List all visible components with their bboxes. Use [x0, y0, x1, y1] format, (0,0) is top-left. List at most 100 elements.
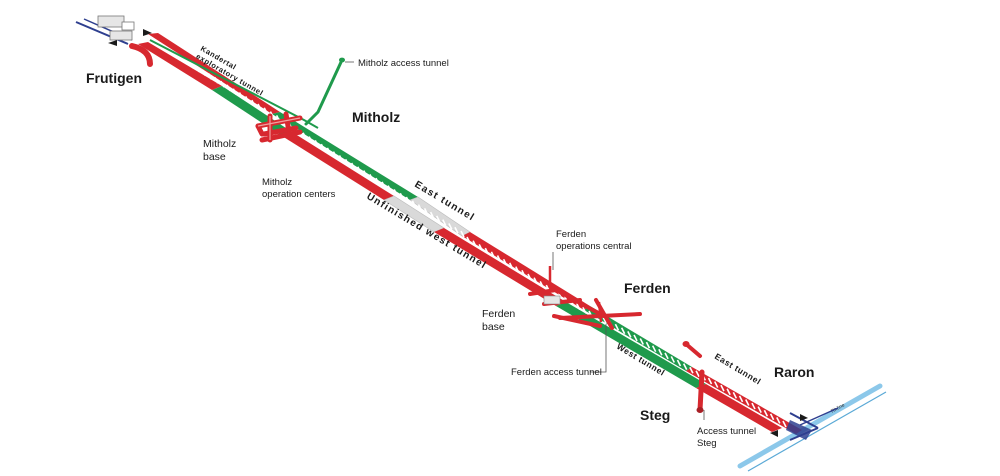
cross-passage-62: [539, 281, 544, 288]
raron-portal: [770, 414, 812, 440]
cross-passage-49: [460, 230, 465, 238]
cross-passage-29: [338, 155, 344, 162]
label-frutigen: Frutigen: [86, 70, 142, 86]
cross-passage-82: [670, 356, 675, 363]
west-tunnel-red-4: [696, 384, 782, 432]
cross-passage-76: [633, 334, 638, 342]
cross-passage-79: [651, 345, 657, 353]
cross-passage-15: [251, 99, 256, 107]
cross-passage-68: [576, 303, 581, 310]
cross-passage-44: [429, 211, 435, 219]
arrow-right-icon: [800, 414, 808, 421]
cross-passage-47: [448, 223, 453, 230]
cross-passage-89: [714, 381, 719, 388]
cross-passage-100: [782, 420, 787, 428]
cross-passage-31: [350, 162, 356, 170]
west-tunnel-red-1: [138, 42, 222, 90]
cross-passage-38: [393, 189, 398, 196]
cross-passage-73: [614, 323, 620, 331]
cross-passage-39: [399, 192, 404, 200]
cross-passage-40: [405, 196, 411, 204]
label-ferden-access: Ferden access tunnel: [511, 367, 602, 378]
cross-passage-9: [213, 76, 219, 84]
cross-passage-78: [645, 341, 651, 349]
cross-passage-51: [472, 240, 477, 248]
arrow-left-icon: [770, 430, 778, 437]
cross-passage-17: [263, 107, 268, 115]
cross-passage-16: [257, 103, 262, 111]
leader-ferden-access: [590, 324, 607, 373]
mitholz-access-tunnel: [304, 57, 345, 126]
label-mitholz-ops: Mitholz operation centers: [262, 177, 336, 200]
cross-passage-27: [326, 147, 332, 155]
cross-passage-52: [478, 244, 483, 251]
west-tunnel: [138, 42, 782, 432]
cross-passage-32: [357, 166, 362, 174]
cross-passage-88: [707, 377, 713, 385]
cross-passage-69: [582, 306, 587, 314]
arrow-left-icon: [108, 40, 117, 46]
cross-passage-30: [344, 158, 350, 166]
cross-passage-54: [490, 251, 496, 259]
cross-passage-91: [726, 388, 731, 396]
cross-passage-24: [308, 136, 313, 143]
cross-passage-42: [417, 204, 423, 211]
label-ferden-base: Ferden base: [482, 308, 518, 333]
cross-passage-26: [320, 143, 326, 151]
cross-passage-34: [369, 173, 374, 181]
cross-passage-74: [620, 327, 626, 335]
cross-passage-60: [527, 273, 532, 281]
cross-passage-86: [695, 370, 700, 378]
cross-passage-99: [776, 417, 781, 424]
cross-passage-23: [302, 132, 307, 140]
cross-passage-75: [627, 330, 632, 338]
label-east-tunnel-2: East tunnel: [713, 351, 763, 387]
arrow-right-icon: [143, 29, 152, 36]
label-steg: Steg: [640, 407, 670, 423]
cross-passage-7: [201, 69, 207, 77]
mitholz-junction-light: [257, 116, 301, 140]
cross-passage-81: [664, 352, 669, 360]
label-access-steg: Access tunnel Steg: [697, 426, 759, 449]
cross-passage-50: [466, 236, 471, 244]
cross-passage-71: [602, 316, 607, 324]
east-tunnel-green-1: [272, 112, 418, 200]
cross-passage-98: [769, 413, 775, 421]
cross-passage-46: [442, 219, 447, 227]
cross-passage-48: [454, 226, 459, 234]
rhone-river: Rhône: [737, 383, 887, 472]
cross-passage-37: [387, 185, 392, 193]
cross-passage-33: [363, 170, 368, 177]
cross-passage-77: [639, 338, 644, 345]
cross-passage-4: [183, 57, 188, 65]
cross-passage-10: [220, 80, 225, 88]
cross-passage-12: [232, 88, 238, 96]
cross-passage-28: [332, 151, 338, 159]
cross-passage-93: [738, 395, 744, 403]
cross-passage-14: [244, 95, 250, 103]
cross-passage-13: [238, 92, 244, 99]
cross-passage-95: [751, 402, 756, 410]
cross-passage-90: [720, 384, 725, 392]
cross-passage-53: [484, 247, 490, 255]
cross-passage-11: [226, 84, 231, 92]
cross-passage-85: [689, 366, 694, 374]
label-mitholz-access: Mitholz access tunnel: [358, 58, 449, 69]
cross-passage-59: [521, 269, 526, 277]
cross-passage-97: [763, 409, 769, 417]
label-mitholz-base: Mitholz base: [203, 138, 239, 163]
cross-passage-61: [533, 277, 538, 285]
cross-passage-5: [189, 61, 194, 69]
ferden-shafts: [548, 266, 603, 323]
cross-passage-25: [314, 139, 319, 147]
cross-passage-84: [682, 363, 688, 370]
label-ferden-ops: Ferden operations central: [556, 229, 632, 252]
cross-passage-83: [676, 359, 682, 367]
label-raron: Raron: [774, 364, 814, 380]
cross-passage-80: [658, 348, 663, 356]
cross-passage-56: [502, 258, 508, 266]
cross-passage-35: [375, 177, 380, 185]
west-tunnel-red-2: [282, 132, 394, 200]
cross-passage-8: [207, 73, 213, 80]
